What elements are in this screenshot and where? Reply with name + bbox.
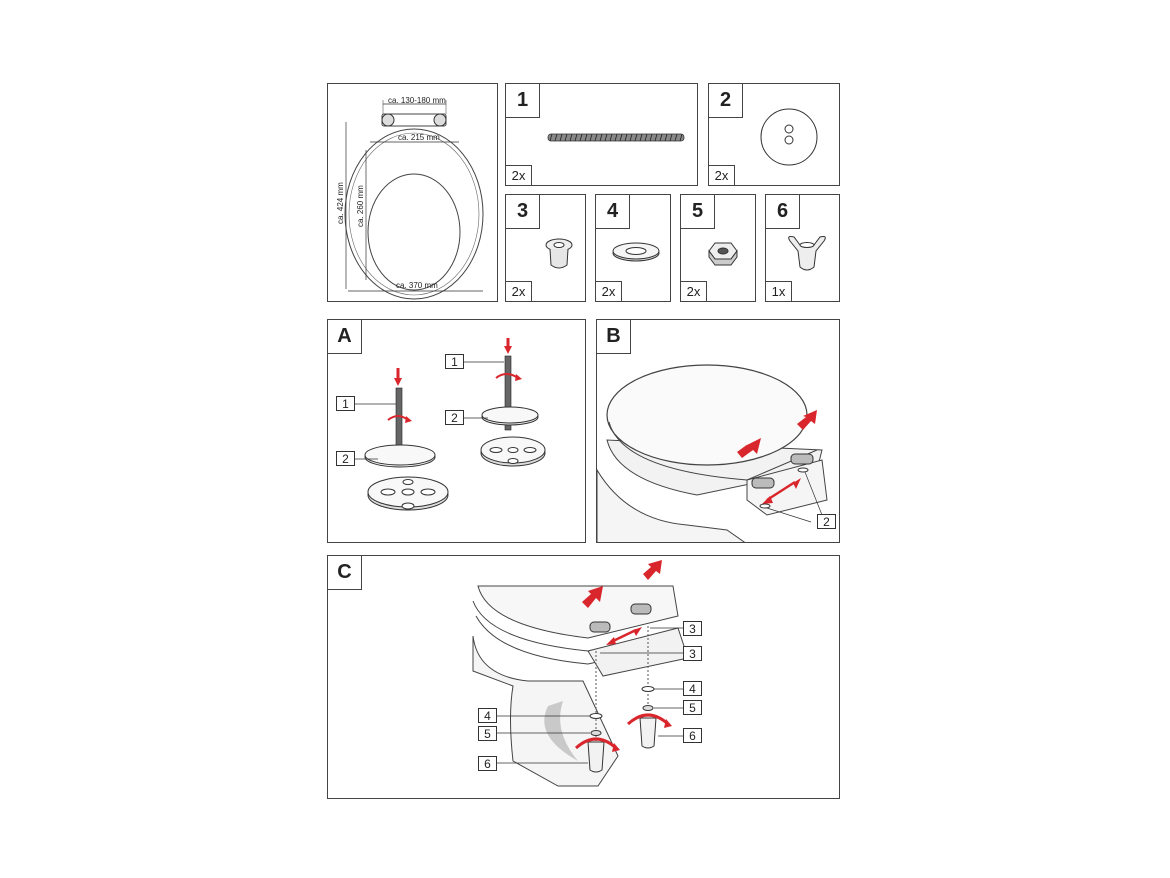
callout-3: 3: [683, 621, 702, 636]
step-letter: C: [328, 556, 362, 590]
part-quantity: 2x: [596, 281, 622, 301]
step-b-panel: B 2: [596, 319, 840, 543]
callout-3: 3: [683, 646, 702, 661]
step-c-assembly-drawing: [472, 560, 689, 787]
part-6-panel: 6 1x: [765, 194, 840, 302]
callout-2: 2: [336, 451, 355, 466]
part-4-panel: 4 2x: [595, 194, 671, 302]
part-2-panel: 2 2x: [708, 83, 840, 186]
part-number: 3: [506, 195, 540, 229]
part-3-panel: 3 2x: [505, 194, 586, 302]
part-quantity: 2x: [709, 165, 735, 185]
washer-icon: [612, 242, 660, 262]
dim-outer-width: ca. 370 mm: [396, 281, 438, 290]
part-quantity: 2x: [681, 281, 707, 301]
step-b-assembly-drawing: [597, 364, 828, 542]
callout-6: 6: [683, 728, 702, 743]
step-a-assembly-drawing: [355, 338, 546, 511]
callout-5: 5: [683, 700, 702, 715]
base-plate-icon: [760, 108, 818, 166]
overview-dimensions-panel: ca. 130-180 mm ca. 215 mm ca. 370 mm ca.…: [327, 83, 498, 302]
callout-5: 5: [478, 726, 497, 741]
hex-nut-icon: [708, 242, 738, 266]
callout-4: 4: [478, 708, 497, 723]
part-number: 4: [596, 195, 630, 229]
step-a-panel: A 1 2 1 2: [327, 319, 586, 543]
part-number: 2: [709, 84, 743, 118]
wing-tool-icon: [788, 236, 826, 271]
dim-total-length: ca. 424 mm: [336, 182, 345, 224]
part-number: 6: [766, 195, 800, 229]
part-quantity: 1x: [766, 281, 792, 301]
step-letter: A: [328, 320, 362, 354]
dim-inner-length: ca. 260 mm: [356, 185, 365, 227]
part-5-panel: 5 2x: [680, 194, 756, 302]
part-number: 1: [506, 84, 540, 118]
part-1-panel: 1 2x: [505, 83, 698, 186]
callout-2: 2: [817, 514, 836, 529]
dim-hinge-spacing: ca. 130-180 mm: [388, 96, 446, 105]
part-quantity: 2x: [506, 165, 532, 185]
part-number: 5: [681, 195, 715, 229]
callout-6: 6: [478, 756, 497, 771]
threaded-rod-icon: [547, 133, 685, 142]
toilet-seat-dimension-drawing: ca. 130-180 mm ca. 215 mm ca. 370 mm ca.…: [336, 96, 484, 300]
callout-2: 2: [445, 410, 464, 425]
callout-4: 4: [683, 681, 702, 696]
sleeve-insert-icon: [545, 238, 573, 269]
callout-1: 1: [445, 354, 464, 369]
dim-inner-width: ca. 215 mm: [398, 133, 440, 142]
step-letter: B: [597, 320, 631, 354]
part-quantity: 2x: [506, 281, 532, 301]
step-c-panel: C 3 3: [327, 555, 840, 799]
callout-1: 1: [336, 396, 355, 411]
